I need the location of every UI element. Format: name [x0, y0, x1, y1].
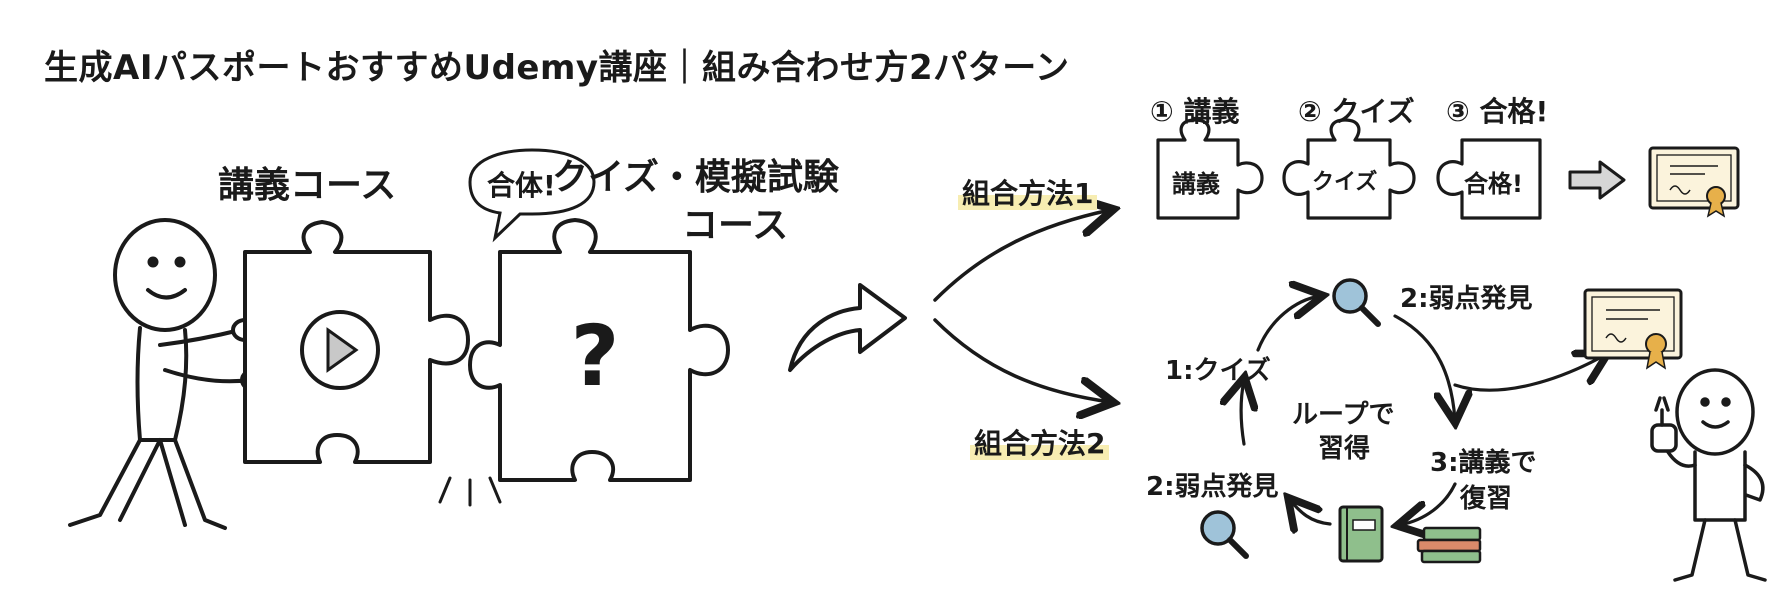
- method1-step1-heading: ① 講義: [1150, 90, 1239, 130]
- method1-puzzle-piece-quiz: [1282, 118, 1416, 220]
- method1-puzzle-piece-lecture: [1156, 118, 1264, 220]
- method1-puzzle-piece-pass: [1436, 138, 1542, 220]
- quiz-course-label-line2: コース: [682, 205, 789, 246]
- lecture-course-label: 講義コース: [218, 165, 397, 206]
- method1-step1-label: 講義: [1183, 95, 1240, 128]
- play-icon: [300, 310, 380, 390]
- magnifier-icon: [1332, 278, 1381, 327]
- method1-piece2-text: クイズ: [1312, 170, 1378, 195]
- method1-step3-label: 合格!: [1479, 95, 1549, 128]
- loop-center-line1: ループで: [1292, 400, 1395, 430]
- method1-step1-number: ①: [1150, 95, 1174, 128]
- method1-step2-heading: ② クイズ: [1298, 90, 1415, 130]
- question-mark-icon: ?: [571, 307, 620, 405]
- method2-label: 組合方法2: [970, 422, 1110, 462]
- page-title: 生成AIパスポートおすすめUdemy講座｜組み合わせ方2パターン: [44, 48, 1070, 88]
- stick-figure-pushing: [68, 218, 268, 530]
- loop-step-weakness-top: 2:弱点発見: [1400, 284, 1533, 314]
- method1-step3-heading: ③ 合格!: [1446, 90, 1548, 130]
- loop-step-review-line1: 3:講義で: [1430, 448, 1537, 478]
- method1-label: 組合方法1: [958, 172, 1098, 212]
- method1-step2-label: クイズ: [1331, 95, 1415, 128]
- method1-arrow-icon: [1568, 160, 1626, 200]
- book-stack-icon: [1416, 526, 1482, 564]
- loop-arrows: [1241, 296, 1605, 525]
- stick-figure-thumbs-up: [1650, 368, 1767, 582]
- method1-step3-number: ③: [1446, 95, 1470, 128]
- loop-step-quiz: 1:クイズ: [1165, 356, 1271, 386]
- branch-arrows: [933, 210, 1110, 402]
- big-arrow-icon: [788, 283, 907, 372]
- certificate-icon: [1648, 146, 1740, 218]
- burst-lines: [438, 476, 502, 507]
- loop-step-weakness-bottom: 2:弱点発見: [1146, 472, 1279, 502]
- quiz-puzzle-piece: [468, 218, 730, 482]
- certificate-icon-method2: [1583, 288, 1683, 370]
- quiz-course-label-line1: クイズ・模擬試験: [552, 157, 839, 198]
- magnifier-icon-bottom: [1200, 510, 1249, 559]
- loop-center-line2: 習得: [1318, 434, 1371, 464]
- speech-bubble-text: 合体!: [487, 169, 556, 202]
- method1-step2-number: ②: [1298, 95, 1322, 128]
- loop-step-review-line2: 復習: [1460, 484, 1513, 514]
- speech-bubble: [468, 148, 596, 243]
- method1-piece1-text: 講義: [1172, 170, 1220, 198]
- method1-piece3-text: 合格!: [1464, 170, 1523, 198]
- book-icon: [1338, 505, 1384, 563]
